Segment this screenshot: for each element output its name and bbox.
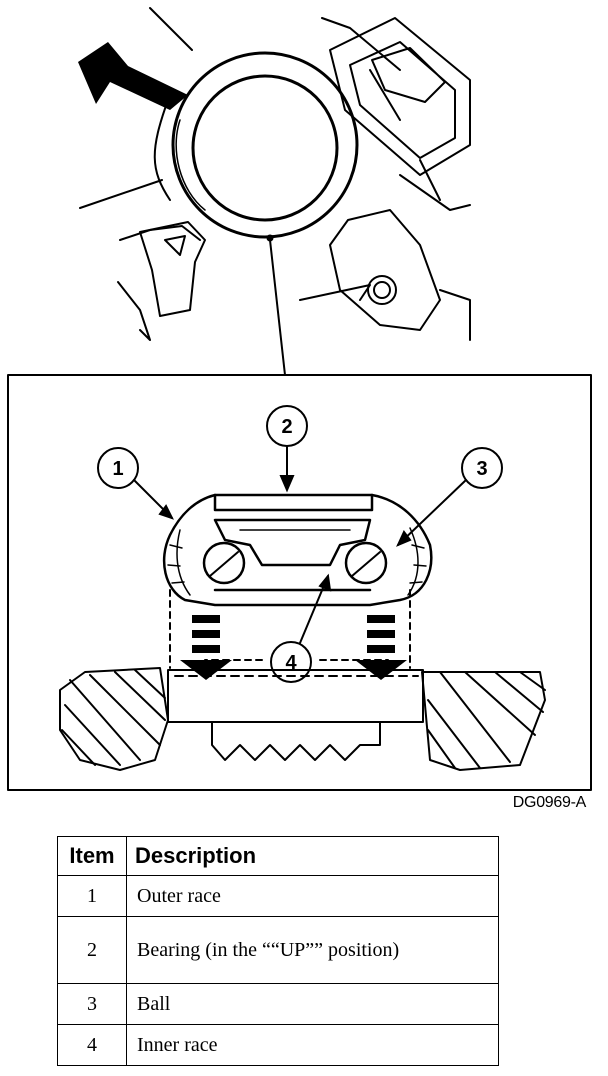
legend-row: 1 Outer race: [57, 875, 499, 917]
support-left: [59, 667, 169, 771]
legend-item-number: 2: [57, 916, 127, 984]
legend-header-row: Item Description: [57, 836, 499, 876]
bearing-ring-inner: [191, 74, 339, 222]
legend-item-number: 3: [57, 983, 127, 1025]
legend-item-description: Outer race: [126, 875, 499, 917]
legend-item-number: 1: [57, 875, 127, 917]
callout-circle-3: [461, 447, 503, 489]
bearing-ring-outer: [171, 51, 359, 239]
legend-item-description: Inner race: [126, 1024, 499, 1066]
callout-4: 4: [285, 652, 297, 674]
outer-race: [162, 493, 433, 607]
legend-row: 4 Inner race: [57, 1024, 499, 1066]
bearing-diagram: 1 2 3 4: [7, 7, 592, 791]
legend-row: 2 Bearing (in the ““UP”” position): [57, 916, 499, 984]
detail-box: [7, 374, 592, 791]
right-bracket: [329, 209, 441, 331]
legend-table: Item Description 1 Outer race 2 Bearing …: [57, 836, 499, 1066]
legend-item-number: 4: [57, 1024, 127, 1066]
legend-row: 3 Ball: [57, 983, 499, 1025]
serrated-base: [211, 721, 381, 761]
left-bracket: [139, 221, 206, 317]
legend-header-item: Item: [57, 836, 127, 876]
upper-right-block: [329, 17, 471, 176]
ball-right: [344, 541, 388, 585]
callout-3: 3: [476, 458, 487, 480]
housing-outline: [79, 7, 471, 341]
callout-2: 2: [281, 416, 292, 438]
figure-id: DG0969-A: [512, 794, 587, 811]
housing-block: [167, 669, 424, 723]
support-right: [421, 671, 546, 771]
inner-race: [213, 518, 372, 567]
ball-left: [202, 541, 246, 585]
bracket-hole: [367, 275, 397, 305]
callout-circle-4: [270, 641, 312, 683]
callout-1: 1: [112, 458, 123, 480]
legend-item-description: Bearing (in the ““UP”” position): [126, 916, 499, 984]
legend-header-description: Description: [126, 836, 499, 876]
legend-item-description: Ball: [126, 983, 499, 1025]
callout-circle-1: [97, 447, 139, 489]
pointing-arrow: [78, 42, 188, 110]
